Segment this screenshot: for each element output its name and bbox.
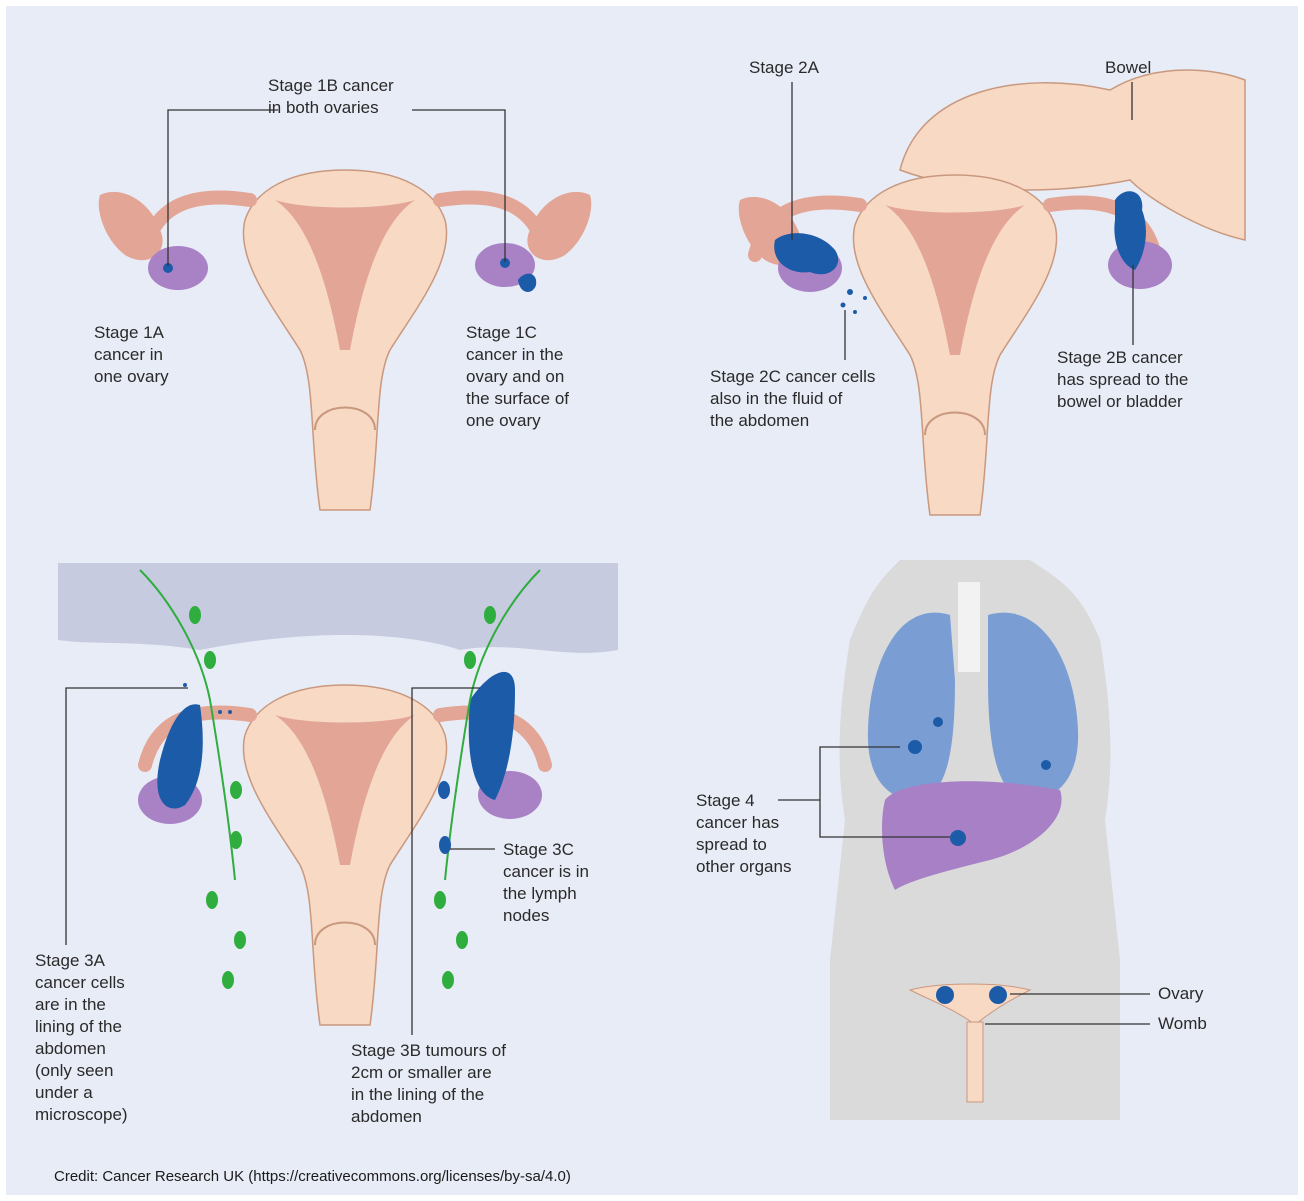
label-stage-4: Stage 4 cancer has spread to other organ… bbox=[696, 790, 791, 878]
label-bowel: Bowel bbox=[1105, 57, 1151, 79]
image-credit: Credit: Cancer Research UK (https://crea… bbox=[54, 1168, 571, 1185]
label-stage-3a: Stage 3A cancer cells are in the lining … bbox=[35, 950, 128, 1126]
panel-stage3 bbox=[58, 563, 618, 1035]
label-stage-3b: Stage 3B tumours of 2cm or smaller are i… bbox=[351, 1040, 506, 1128]
label-stage-3c: Stage 3C cancer is in the lymph nodes bbox=[503, 839, 589, 927]
panel-stage2 bbox=[739, 70, 1245, 515]
panel-stage4 bbox=[778, 560, 1150, 1120]
label-stage-2a: Stage 2A bbox=[749, 57, 819, 79]
label-stage-2c: Stage 2C cancer cells also in the fluid … bbox=[710, 366, 875, 432]
panel-stage1 bbox=[99, 110, 592, 510]
label-ovary: Ovary bbox=[1158, 983, 1203, 1005]
label-womb: Womb bbox=[1158, 1013, 1207, 1035]
label-stage-1c: Stage 1C cancer in the ovary and on the … bbox=[466, 322, 569, 432]
label-stage-1a: Stage 1A cancer in one ovary bbox=[94, 322, 169, 388]
left-ovary-1 bbox=[148, 246, 208, 290]
label-stage-2b: Stage 2B cancer has spread to the bowel … bbox=[1057, 347, 1188, 413]
label-stage-1b: Stage 1B cancer in both ovaries bbox=[268, 75, 394, 119]
trachea bbox=[958, 582, 980, 672]
